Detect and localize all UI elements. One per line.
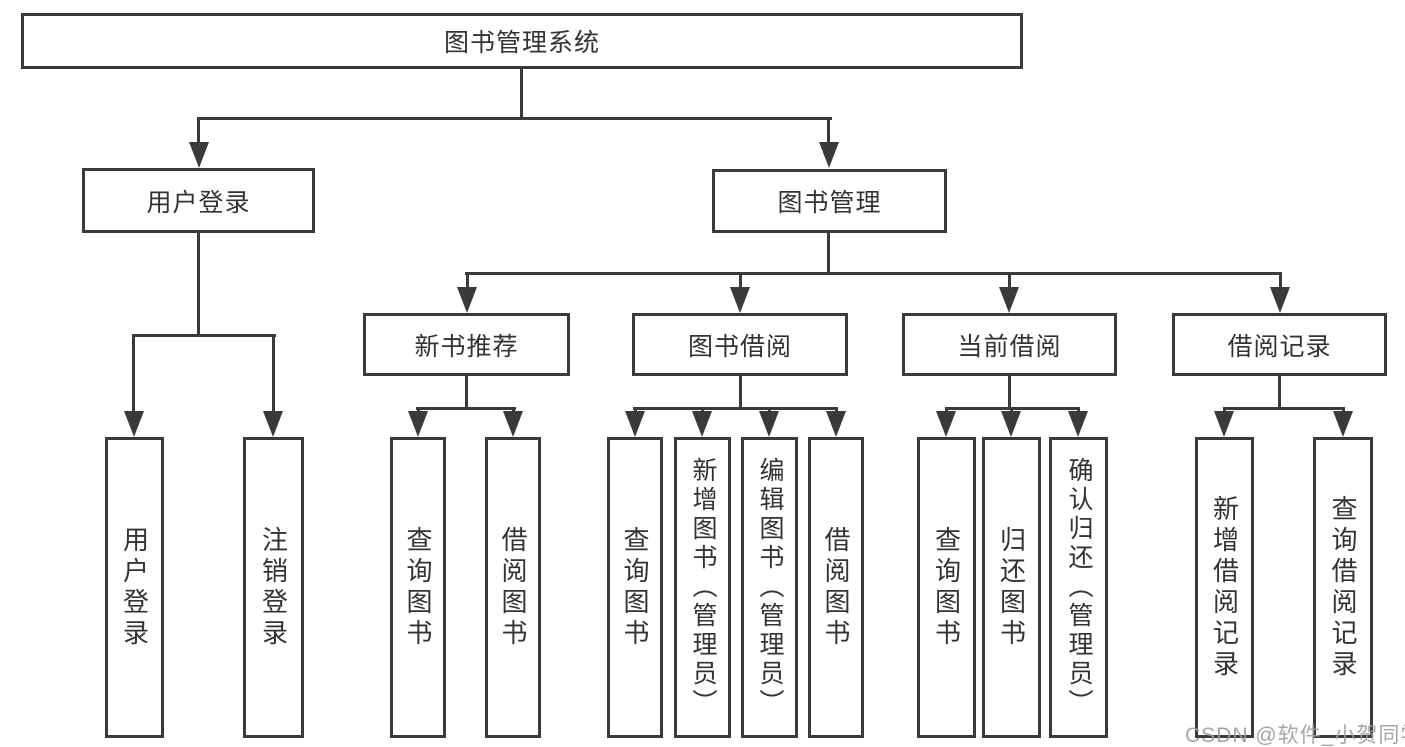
connector-line [827, 233, 830, 275]
node-new-book-recommend-label: 新书推荐 [414, 332, 519, 361]
leaf-query-books-borrow: 查询图书 [607, 437, 663, 738]
connector-line [197, 117, 200, 146]
connector-line [197, 117, 832, 120]
leaf-query-books-recommend-label: 查询图书 [403, 525, 433, 650]
connector-line [465, 376, 468, 410]
node-current-borrow: 当前借阅 [902, 313, 1117, 376]
connector-line [739, 376, 742, 410]
connector-line [520, 68, 523, 120]
connector-line [1223, 407, 1344, 410]
arrow-head [1001, 411, 1021, 437]
leaf-add-borrow-record: 新增借阅记录 [1195, 437, 1254, 738]
leaf-borrow-books-recommend-label: 借阅图书 [498, 525, 528, 650]
node-borrow-records-label: 借阅记录 [1227, 332, 1332, 361]
node-book-management: 图书管理 [712, 169, 947, 233]
node-book-borrow-label: 图书借阅 [687, 332, 792, 361]
leaf-add-borrow-record-label: 新增借阅记录 [1209, 494, 1240, 681]
node-root: 图书管理系统 [21, 13, 1023, 69]
node-user-login-label: 用户登录 [146, 188, 251, 217]
leaf-return-books: 归还图书 [982, 437, 1041, 738]
leaf-add-books-admin: 新增图书（管理员） [674, 437, 731, 738]
arrow-head [625, 411, 645, 437]
node-root-label: 图书管理系统 [443, 29, 600, 57]
leaf-user-login-label: 用户登录 [119, 525, 150, 650]
connector-line [739, 272, 742, 290]
leaf-confirm-return-admin: 确认归还（管理员） [1049, 437, 1108, 738]
arrow-head [457, 287, 477, 313]
leaf-query-books-borrow-label: 查询图书 [620, 525, 650, 650]
watermark-text: CSDN @软件_小贺同学 [1185, 724, 1405, 747]
leaf-logout: 注销登录 [243, 437, 304, 738]
leaf-query-books-recommend: 查询图书 [390, 437, 446, 738]
node-book-borrow: 图书借阅 [632, 313, 848, 376]
connector-line [1008, 272, 1011, 290]
connector-line [416, 407, 516, 410]
arrow-head [999, 287, 1019, 313]
arrow-head [936, 411, 956, 437]
connector-line [465, 272, 1282, 275]
arrow-head [1068, 411, 1088, 437]
arrow-head [124, 411, 144, 437]
arrow-head [759, 411, 779, 437]
arrow-head [826, 411, 846, 437]
leaf-query-books-current-label: 查询图书 [931, 525, 962, 650]
leaf-edit-books-admin: 编辑图书（管理员） [741, 437, 798, 738]
leaf-query-books-current: 查询图书 [917, 437, 976, 738]
arrow-head [1333, 411, 1353, 437]
arrow-head [730, 287, 750, 313]
connector-line [1008, 376, 1011, 410]
connector-line [272, 334, 275, 413]
leaf-borrow-books-label: 借阅图书 [821, 525, 851, 650]
node-user-login: 用户登录 [82, 168, 315, 233]
node-book-management-label: 图书管理 [777, 189, 882, 217]
connector-line [132, 334, 276, 337]
arrow-head [692, 411, 712, 437]
node-new-book-recommend: 新书推荐 [363, 313, 570, 376]
leaf-add-books-admin-label: 新增图书（管理员） [689, 457, 717, 718]
arrow-head [408, 411, 428, 437]
arrow-head [1270, 287, 1290, 313]
node-current-borrow-label: 当前借阅 [957, 332, 1062, 361]
leaf-user-login: 用户登录 [105, 437, 164, 738]
leaf-confirm-return-admin-label: 确认归还（管理员） [1065, 457, 1093, 718]
leaf-logout-label: 注销登录 [258, 525, 289, 650]
connector-line [1278, 376, 1281, 410]
leaf-query-borrow-record: 查询借阅记录 [1313, 437, 1373, 738]
connector-line [197, 232, 200, 337]
leaf-borrow-books-recommend: 借阅图书 [485, 437, 541, 738]
arrow-head [819, 142, 839, 168]
connector-line [132, 334, 135, 413]
leaf-borrow-books: 借阅图书 [808, 437, 864, 738]
connector-line [466, 272, 469, 290]
connector-line [633, 407, 838, 410]
node-borrow-records: 借阅记录 [1172, 313, 1387, 376]
connector-line [827, 117, 830, 146]
arrow-head [189, 142, 209, 168]
leaf-edit-books-admin-label: 编辑图书（管理员） [756, 457, 784, 718]
leaf-return-books-label: 归还图书 [996, 525, 1027, 650]
leaf-query-borrow-record-label: 查询借阅记录 [1328, 494, 1358, 681]
arrow-head [263, 411, 283, 437]
arrow-head [1214, 411, 1234, 437]
connector-line [1279, 272, 1282, 290]
arrow-head [503, 411, 523, 437]
